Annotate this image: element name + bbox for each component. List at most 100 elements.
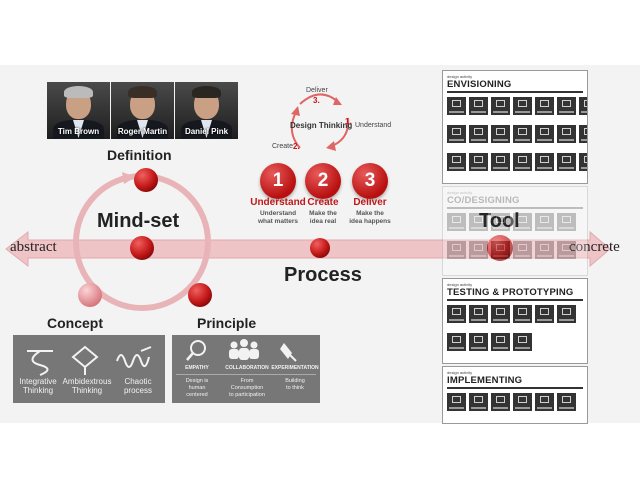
tool-card-thumbnail — [513, 333, 532, 351]
photo-roger-martin: Roger Martin — [111, 82, 174, 139]
tool-card-thumbnail — [535, 125, 554, 143]
section-title: IMPLEMENTING — [447, 375, 523, 386]
principle-icons — [186, 339, 297, 362]
cycle-arc-top — [299, 93, 339, 105]
tool-card-thumbnail — [535, 213, 554, 231]
tool-card-thumbnail — [447, 305, 466, 323]
principle-experimentation-line2: to think — [286, 385, 304, 391]
tool-card-thumbnail — [535, 305, 554, 323]
ring-arrowhead — [122, 172, 136, 184]
tool-card-thumbnail — [557, 153, 576, 171]
tool-card-thumbnail — [535, 393, 554, 411]
tool-card-thumbnail — [513, 241, 532, 259]
person-name: Roger Martin — [117, 127, 168, 136]
tool-section-codesigning: design activity CO/DESIGNING — [442, 186, 588, 276]
section-title: ENVISIONING — [447, 79, 512, 90]
concept-chaotic-line2: process — [123, 386, 152, 395]
concept-label: Concept — [47, 315, 103, 331]
section-activity: design activity — [447, 370, 473, 375]
section-title: TESTING & PROTOTYPING — [447, 287, 574, 298]
principle-experimentation-title: EXPERIMENTATION — [271, 365, 319, 371]
integrative-sketch — [27, 350, 53, 376]
card-grid — [447, 305, 587, 361]
tool-card-thumbnail — [491, 153, 510, 171]
hair-shape — [128, 86, 157, 98]
tool-card-thumbnail — [469, 125, 488, 143]
cycle-title: Design Thinking — [290, 121, 353, 130]
tool-card-thumbnail — [557, 241, 576, 259]
principle-experimentation-line1: Building — [285, 378, 305, 384]
tool-card-thumbnail — [557, 393, 576, 411]
photo-tim-brown: Tim Brown — [47, 82, 110, 139]
principle-collaboration-line1: From — [240, 378, 254, 384]
cycle-arc-right — [331, 117, 350, 147]
mindset-node — [130, 236, 154, 260]
step-2-desc-line1: Make the — [309, 210, 337, 217]
section-title: CO/DESIGNING — [447, 195, 520, 206]
concept-chaotic-line1: Chaotic — [124, 377, 152, 386]
tool-card-thumbnail — [469, 241, 488, 259]
tool-card-thumbnail — [447, 153, 466, 171]
step-2-name: Create — [307, 197, 339, 208]
person-name: Daniel Pink — [184, 127, 229, 136]
principle-empathy-line3: centered — [186, 392, 208, 398]
process-node — [310, 238, 330, 258]
principle-divider — [176, 374, 316, 375]
step-3-name: Deliver — [353, 197, 387, 208]
section-activity: design activity — [447, 74, 473, 79]
cycle-deliver: Deliver — [306, 87, 328, 94]
tool-card-thumbnail — [469, 97, 488, 115]
tool-label: Tool — [479, 210, 520, 233]
tool-card-thumbnail — [469, 393, 488, 411]
concept-integrative-line1: Integrative — [19, 377, 57, 386]
step-3-circle: 3 — [352, 163, 388, 199]
mindset-label: Mind-set — [97, 210, 180, 232]
card-grid — [447, 97, 587, 181]
process-label: Process — [284, 264, 362, 286]
cycle-arrowhead-1 — [333, 97, 342, 105]
tool-card-thumbnail — [557, 305, 576, 323]
card-grid — [447, 213, 587, 273]
tool-card-thumbnail — [535, 97, 554, 115]
tool-node — [487, 235, 513, 261]
tool-card-thumbnail — [469, 213, 488, 231]
step-2-desc-line2: idea real — [309, 218, 337, 225]
cycle-arrowhead-2 — [326, 141, 336, 151]
tool-card-thumbnail — [447, 125, 466, 143]
step-1-circle: 1 — [260, 163, 296, 199]
principle-label: Principle — [197, 315, 257, 331]
tool-card-thumbnail — [491, 393, 510, 411]
abstract-label: abstract — [10, 239, 57, 255]
hand-icon — [280, 343, 297, 362]
definition-label: Definition — [107, 147, 172, 163]
tool-card-thumbnail — [469, 305, 488, 323]
tool-card-thumbnail — [513, 97, 532, 115]
people-icon — [229, 339, 259, 360]
tool-card-thumbnail — [579, 97, 587, 115]
principle-empathy-line1: Design is — [185, 378, 209, 384]
tool-card-thumbnail — [491, 333, 510, 351]
section-activity: design activity — [447, 282, 473, 287]
tool-card-thumbnail — [447, 333, 466, 351]
chaotic-sketch — [116, 346, 152, 368]
principle-empathy-line2: human — [188, 385, 206, 391]
magnifier-icon — [186, 340, 206, 361]
hair-shape — [192, 86, 221, 98]
cycle-num-3: 3. — [313, 96, 320, 105]
step-3-desc-line2: idea happens — [349, 218, 391, 225]
tool-card-thumbnail — [447, 97, 466, 115]
abstract-concrete-arrow — [5, 230, 611, 268]
tool-card-thumbnail — [491, 213, 510, 231]
tool-card-thumbnail — [579, 153, 587, 171]
cycle-num-1: 1. — [345, 117, 352, 126]
tool-card-thumbnail — [513, 153, 532, 171]
tool-card-thumbnail — [447, 213, 466, 231]
tool-card-thumbnail — [491, 241, 510, 259]
